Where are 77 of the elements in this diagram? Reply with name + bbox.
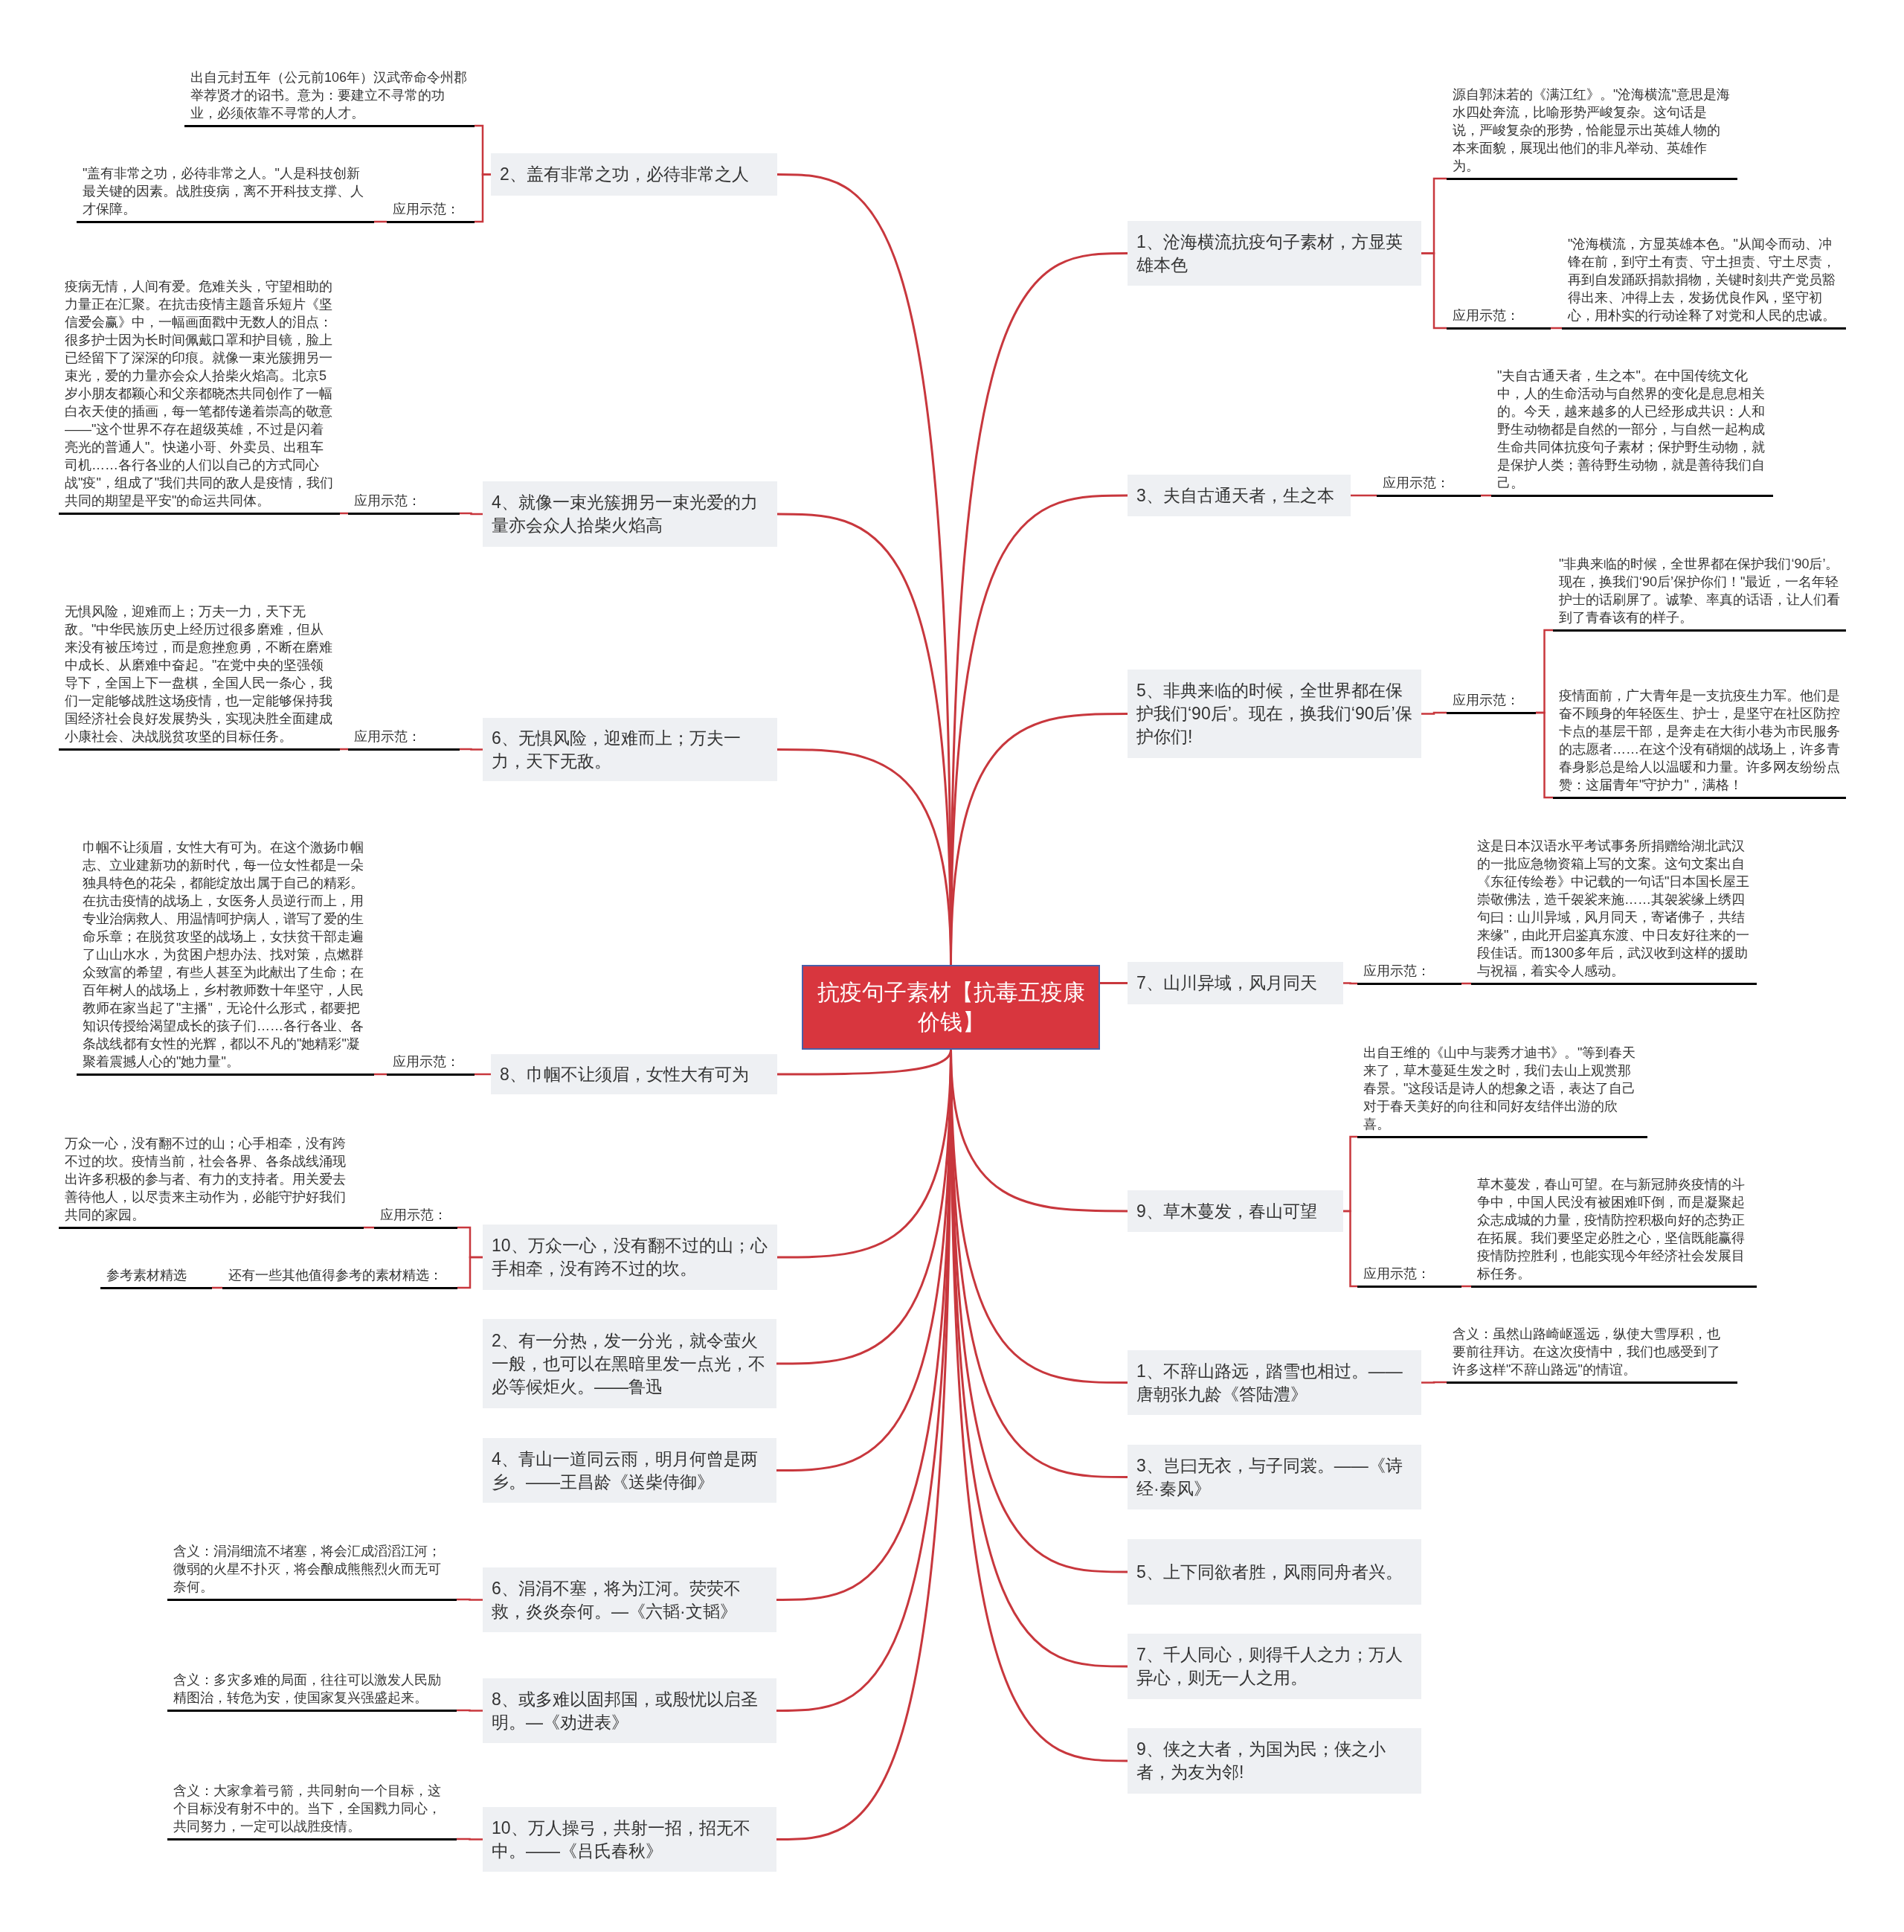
topic-box: 2、盖有非常之功，必待非常之人: [491, 153, 777, 196]
underlined-note: "沧海横流，方显英雄本色。"从闻令而动、冲锋在前，到守土有责、守土担责、守土尽责，再到自发踊跃捐款捐物，关键时刻共产党员豁得出来、冲得上去，发扬优良作风，坚守初心，用朴实的行动诠释了对党和人民的忠诚。: [1562, 234, 1846, 330]
topic-box: 8、或多难以固邦国，或殷忧以启圣明。—《劝进表》: [483, 1678, 776, 1743]
bracket-connector: [374, 1073, 387, 1076]
bracket-connector: [1461, 982, 1471, 985]
underlined-note: 含义：涓涓细流不堵塞，将会汇成滔滔江河；微弱的火星不扑灭，将会酿成熊熊烈火而无可奈何。: [167, 1541, 457, 1601]
underlined-note: 应用示范：: [374, 1205, 457, 1229]
topic-box: 6、涓涓不塞，将为江河。荧荧不救，炎炎奈何。—《六韬·文韬》: [483, 1567, 776, 1632]
underlined-note: 应用示范：: [387, 199, 475, 223]
underlined-note: 出自王维的《山中与裴秀才迪书》。"等到春天来了，草木蔓延生发之时，我们去山上观赏那春景。"这段话是诗人的想象之语，表达了自己对于春天美好的向往和同好友结伴出游的欣喜。: [1357, 1043, 1647, 1138]
topic-box: 4、就像一束光簇拥另一束光爱的力量亦会众人拾柴火焰高: [483, 481, 777, 547]
bracket-connector: [457, 1598, 483, 1601]
bracket-connector: [460, 748, 483, 751]
bracket-connector: [457, 1256, 483, 1289]
underlined-note: 含义：多灾多难的局面，往往可以激发人民励精图治，转危为安，使国家复兴强盛起来。: [167, 1670, 457, 1712]
bracket-connector: [374, 220, 387, 223]
bracket-connector: [1481, 494, 1491, 497]
underlined-note: 应用示范：: [1447, 306, 1551, 330]
topic-box: 7、山川异域，风月同天: [1128, 962, 1343, 1004]
bracket-connector: [1421, 711, 1447, 715]
bracket-connector: [475, 173, 491, 223]
bracket-connector: [364, 1226, 374, 1229]
underlined-note: 应用示范：: [1357, 1264, 1461, 1288]
bracket-connector: [457, 1838, 483, 1840]
bracket-connector: [1351, 494, 1377, 497]
bracket-connector: [460, 512, 483, 516]
underlined-note: 还有一些其他值得参考的素材精选：: [222, 1265, 457, 1289]
topic-box: 3、夫自古通天者，生之本: [1128, 475, 1351, 516]
underlined-note: "夫自古通天者，生之本"。在中国传统文化中，人的生命活动与自然界的变化是息息相关的。今天，越来越多的人已经形成共识：人和野生动物都是自然的一部分，与自然一起构成生命共同体抗疫句子素材；保护野生动物，就是保护人类；善待野生动物，就是善待我们自己。: [1491, 366, 1773, 497]
underlined-note: 应用示范：: [1447, 690, 1536, 714]
bracket-connector: [340, 748, 348, 751]
underlined-note: 应用示范：: [348, 491, 460, 515]
topic-box: 10、万人操弓，共射一招，招无不中。——《吕氏春秋》: [483, 1807, 776, 1872]
underlined-note: "非典来临的时候，全世界都在保护我们‘90后’。现在，换我们‘90后’保护你们！"最近，一名年轻护士的话刷屏了。诚挚、率真的话语，让人们看到了青春该有的样子。: [1553, 554, 1846, 632]
topic-box: 5、非典来临的时候，全世界都在保护我们‘90后’。现在，换我们‘90后’保护你们!: [1128, 670, 1421, 758]
topic-box: 5、上下同欲者胜，风雨同舟者兴。: [1128, 1539, 1421, 1605]
underlined-note: "盖有非常之功，必待非常之人。"人是科技创新最关键的因素。战胜疫病，离不开科技支撑、人才保障。: [77, 164, 374, 223]
bracket-connector: [212, 1286, 222, 1289]
underlined-note: 疫病无情，人间有爱。危难关头，守望相助的力量正在汇聚。在抗击疫情主题音乐短片《坚信爱会赢》中，一幅画面戳中无数人的泪点：很多护士因为长时间佩戴口罩和护目镜，脸上已经留下了深深的印痕。就像一束光簇拥另一束光，爱的力量亦会众人拾柴火焰高。北京5岁小朋友都颖心和父亲都晓杰共同创作了一幅白衣天使的插画，每一笔都传递着崇高的敬意——"这个世界不存在超级英雄，不过是闪着亮光的普通人"。快递小哥、外卖员、出租车司机……各行各业的人们以自己的方式同心战"疫"，组成了"我们共同的敌人是疫情，我们共同的期望是平安"的命运共同体。: [59, 277, 340, 515]
topic-box: 9、草木蔓发，春山可望: [1128, 1190, 1343, 1232]
underlined-note: 疫情面前，广大青年是一支抗疫生力军。他们是奋不顾身的年轻医生、护士，是坚守在社区防控卡点的基层干部，是奔走在大街小巷为市民服务的志愿者……在这个没有硝烟的战场上，许多青春身影总是给人以温暖和力量。许多网友纷纷点赞：这届青年"守护力"，满格！: [1553, 686, 1846, 799]
topic-box: 1、不辞山路远，踏雪也相过。——唐朝张九龄《答陆澧》: [1128, 1350, 1421, 1415]
underlined-note: 草木蔓发，春山可望。在与新冠肺炎疫情的斗争中，中国人民没有被困难吓倒，而是凝聚起众志成城的力量，疫情防控积极向好的态势正在拓展。我们要坚定必胜之心，坚信既能赢得疫情防控胜利，也能实现今年经济社会发展目标任务。: [1471, 1175, 1757, 1288]
bracket-connector: [1343, 1210, 1357, 1288]
underlined-note: 出自元封五年（公元前106年）汉武帝命令州郡举荐贤才的诏书。意为：要建立不寻常的功业，必须依靠不寻常的人才。: [184, 68, 475, 127]
topic-box: 8、巾帼不让须眉，女性大有可为: [491, 1054, 777, 1094]
topic-box: 3、岂曰无衣，与子同裳。——《诗经·秦风》: [1128, 1445, 1421, 1509]
branch-connector: [1100, 982, 1128, 984]
underlined-note: 应用示范：: [387, 1052, 475, 1076]
underlined-note: 含义：虽然山路崎岖遥远，纵使大雪厚积，也要前往拜访。在这次疫情中，我们也感受到了许多这样"不辞山路远"的情谊。: [1447, 1324, 1737, 1384]
underlined-note: 这是日本汉语水平考试事务所捐赠给湖北武汉的一批应急物资箱上写的文案。这句文案出自《东征传绘卷》中记载的一句话"日本国长屋王崇敬佛法，造千袈裟来施……其袈裟缘上绣四句曰：山川异域，风月同天，寄诸佛子，共结来缘"，由此开启鉴真东渡、中日友好往来的一段佳话。而1300多年后，武汉收到这样的援助与祝福，着实令人感动。: [1471, 836, 1757, 985]
topic-box: 6、无惧风险，迎难而上；万夫一力，天下无敌。: [483, 718, 777, 781]
bracket-connector: [1343, 982, 1357, 985]
underlined-note: 应用示范：: [348, 727, 460, 751]
underlined-note: 应用示范：: [1377, 473, 1481, 497]
bracket-connector: [340, 512, 348, 515]
underlined-note: 万众一心，没有翻不过的山；心手相牵，没有跨不过的坎。疫情当前，社会各界、各条战线涌现出许多积极的参与者、有力的支持者。用关爱去善待他人，以尽责来主动作为，必能守护好我们共同的家园。: [59, 1134, 364, 1229]
central-topic: 抗疫句子素材【抗毒五疫康价钱】: [802, 965, 1100, 1050]
underlined-note: 应用示范：: [1357, 961, 1461, 985]
bracket-connector: [1551, 327, 1562, 330]
underlined-note: 巾帼不让须眉，女性大有可为。在这个激扬巾帼志、立业建新功的新时代，每一位女性都是一朵独具特色的花朵，都能绽放出属于自己的精彩。在抗击疫情的战场上，女医务人员逆行而上，用专业治病救人、用温情呵护病人，谱写了爱的生命乐章；在脱贫攻坚的战场上，女扶贫干部走遍了山山水水，为贫困户想办法、找对策，点燃群众致富的希望，有些人甚至为此献出了生命；在百年树人的战场上，乡村教师数十年坚守，人民教师在家当起了"主播"，无论什么形式，都要把知识传授给渴望成长的孩子们……各行各业、各条战线都有女性的光辉，都以不凡的"她精彩"凝聚着震撼人心的"她力量"。: [77, 838, 374, 1076]
bracket-connector: [1421, 1381, 1447, 1384]
bracket-connector: [1536, 711, 1553, 799]
topic-box: 9、侠之大者，为国为民；侠之小者，为友为邻!: [1128, 1728, 1421, 1794]
topic-box: 4、青山一道同云雨，明月何曾是两乡。——王昌龄《送柴侍御》: [483, 1438, 776, 1503]
underlined-note: 无惧风险，迎难而上；万夫一力，天下无敌。"中华民族历史上经历过很多磨难，但从来没有被压垮过，而是愈挫愈勇，不断在磨难中成长、从磨难中奋起。"在党中央的坚强领导下，全国上下一盘棋，全国人民一条心，我们一定能够战胜这场疫情，也一定能够保持我国经济社会良好发展势头，实现决胜全面建成小康社会、决战脱贫攻坚的目标任务。: [59, 602, 340, 751]
underlined-note: 源自郭沫若的《满江红》。"沧海横流"意思是海水四处奔流，比喻形势严峻复杂。这句话是说，严峻复杂的形势，恰能显示出英雄人物的本来面貌，展现出他们的非凡举动、英雄作为。: [1447, 85, 1737, 180]
topic-box: 2、有一分热，发一分光，就令萤火一般，也可以在黑暗里发一点光，不必等候炬火。——鲁迅: [483, 1319, 776, 1408]
topic-box: 10、万众一心，没有翻不过的山；心手相牵，没有跨不过的坎。: [483, 1225, 777, 1290]
bracket-connector: [457, 1709, 483, 1712]
underlined-note: 参考素材精选: [100, 1265, 212, 1289]
topic-box: 7、千人同心，则得千人之力；万人异心，则无一人之用。: [1128, 1634, 1421, 1699]
bracket-connector: [1461, 1285, 1471, 1288]
bracket-connector: [1421, 252, 1447, 330]
bracket-connector: [475, 1073, 491, 1076]
topic-box: 1、沧海横流抗疫句子素材，方显英雄本色: [1128, 221, 1421, 286]
underlined-note: 含义：大家拿着弓箭，共同射向一个目标，这个目标没有射不中的。当下，全国戮力同心，共同努力，一定可以战胜疫情。: [167, 1781, 457, 1840]
